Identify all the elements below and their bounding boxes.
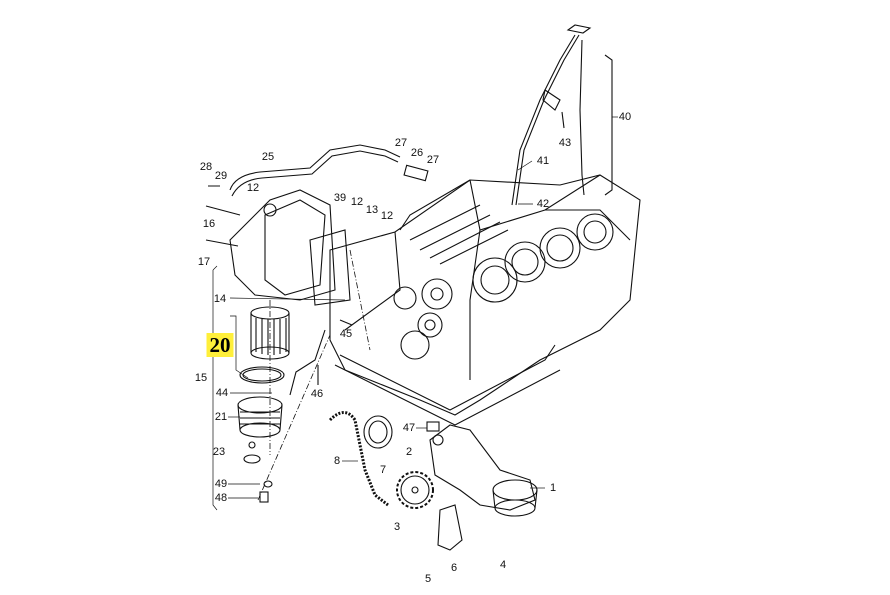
callout-20-highlighted: 20 [206,333,234,357]
callout-45: 45 [339,328,353,340]
callout-21: 21 [214,411,228,423]
oil-filter-housing [205,185,351,306]
callout-12c: 12 [380,210,394,222]
callout-27: 27 [394,137,408,149]
bolt-45 [339,319,353,326]
callout-39: 39 [333,192,347,204]
callout-1: 1 [549,482,557,494]
assembly-lines [257,249,371,501]
filter-cap [237,396,283,503]
callout-14: 14 [213,293,227,305]
callout-7: 7 [379,464,387,476]
callout-13: 13 [365,204,379,216]
callout-49: 49 [214,478,228,490]
callout-27b: 27 [426,154,440,166]
callout-29: 29 [214,170,228,182]
engine-block [329,174,641,426]
oil-pipe [289,329,326,396]
seal [363,415,393,449]
callout-12: 12 [246,182,260,194]
chain [328,411,389,507]
callout-40: 40 [618,111,632,123]
leader-lines [212,116,618,511]
callout-15: 15 [194,372,208,384]
breather-hose [229,144,429,197]
oil-filter-element [239,306,290,384]
callout-46: 46 [310,388,324,400]
callout-47: 47 [402,422,416,434]
callout-6: 6 [450,562,458,574]
callout-4: 4 [499,559,507,571]
callout-8: 8 [333,455,341,467]
dipstick [511,24,613,206]
callout-42: 42 [536,198,550,210]
callout-25: 25 [261,151,275,163]
callout-3: 3 [393,521,401,533]
callout-48: 48 [214,492,228,504]
callout-28: 28 [199,161,213,173]
callout-16: 16 [202,218,216,230]
callout-2: 2 [405,446,413,458]
callout-43: 43 [558,137,572,149]
baffle [437,504,463,551]
callout-17: 17 [197,256,211,268]
callout-26: 26 [410,147,424,159]
sprocket [396,471,434,509]
callout-41: 41 [536,155,550,167]
oil-pump [426,421,538,517]
callout-44: 44 [215,387,229,399]
callout-12b: 12 [350,196,364,208]
callout-23: 23 [212,446,226,458]
callout-5: 5 [424,573,432,585]
